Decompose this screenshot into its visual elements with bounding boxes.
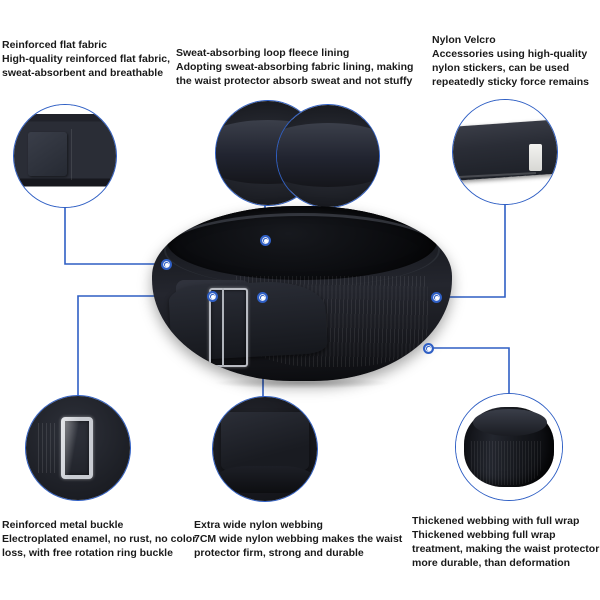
product-image-waist-belt	[152, 206, 452, 391]
wrap-ribs	[470, 440, 541, 486]
callout-body-line-1: Adopting sweat-absorbing fabric lining, …	[176, 61, 414, 73]
belt-body	[152, 206, 452, 381]
belt-nylon-strap	[168, 278, 328, 361]
webbing-texture	[213, 397, 317, 501]
callout-reinforced-flat-fabric: Reinforced flat fabric High-quality rein…	[2, 38, 182, 80]
anchor-dot-flat-fabric[interactable]	[161, 259, 172, 270]
fabric-patch	[28, 131, 68, 177]
anchor-dot-velcro[interactable]	[431, 292, 442, 303]
callout-title: Reinforced metal buckle	[2, 519, 124, 531]
callout-nylon-velcro: Nylon Velcro Accessories using high-qual…	[432, 33, 598, 89]
detail-photo-fleece-lining-b	[276, 104, 380, 208]
callout-extra-wide-nylon-webbing: Extra wide nylon webbing 7CM wide nylon …	[194, 518, 406, 560]
callout-body-line-2: loss, with free rotation ring buckle	[2, 547, 173, 559]
callout-body-line-3: repeatedly sticky force remains	[432, 76, 589, 88]
callout-title: Sweat-absorbing loop fleece lining	[176, 47, 350, 59]
callout-body-line-2: nylon stickers, can be used	[432, 62, 570, 74]
callout-body-line-2: sweat-absorbent and breathable	[2, 67, 164, 79]
full-wrap-texture	[456, 394, 562, 500]
detail-photo-flat-fabric	[13, 104, 117, 208]
anchor-dot-full-wrap[interactable]	[423, 343, 434, 354]
callout-body-line-1: 7CM wide nylon webbing makes the waist	[194, 533, 403, 545]
velcro-texture	[453, 100, 557, 204]
anchor-dot-webbing[interactable]	[257, 292, 268, 303]
callout-body-line-3: more durable, than deformation	[412, 557, 571, 569]
buckle-webbing-ribs	[38, 423, 58, 473]
velcro-strap	[453, 118, 557, 182]
anchor-dot-fleece-lining[interactable]	[260, 235, 271, 246]
detail-photo-nylon-webbing	[212, 396, 318, 502]
wire-full-wrap	[427, 347, 510, 394]
callout-title: Thickened webbing with full wrap	[412, 515, 580, 527]
belt-metal-buckle	[209, 288, 248, 367]
velcro-white-label	[528, 143, 543, 171]
belt-drop-shadow	[176, 375, 428, 391]
fleece-band	[277, 123, 379, 187]
fabric-seam	[71, 129, 73, 181]
callout-body-line-2: protector firm, strong and durable	[194, 547, 364, 559]
callout-reinforced-metal-buckle: Reinforced metal buckle Electroplated en…	[2, 518, 198, 560]
callout-sweat-absorbing-loop-fleece-lining: Sweat-absorbing loop fleece lining Adopt…	[176, 46, 414, 88]
webbing-fold	[221, 411, 309, 470]
callout-body-line-2: treatment, making the waist protector	[412, 543, 600, 555]
callout-thickened-webbing-full-wrap: Thickened webbing with full wrap Thicken…	[412, 514, 600, 570]
callout-title: Extra wide nylon webbing	[194, 519, 323, 531]
wire-velcro	[435, 204, 506, 298]
anchor-dot-metal-buckle[interactable]	[207, 291, 218, 302]
flat-fabric-texture	[14, 105, 116, 207]
wire-flat-fabric	[64, 207, 167, 265]
webbing-lower-fold	[215, 465, 315, 493]
callout-body-line-2: the waist protector absorb sweat and not…	[176, 75, 413, 87]
belt-top-rim	[164, 213, 440, 287]
callout-body-line-1: Electroplated enamel, no rust, no color	[2, 533, 197, 545]
callout-title: Reinforced flat fabric	[2, 39, 108, 51]
fleece-texture-b	[277, 105, 379, 207]
callout-title: Nylon Velcro	[432, 34, 496, 46]
callout-body-line-1: Accessories using high-quality	[432, 48, 588, 60]
detail-photo-full-wrap	[455, 393, 563, 501]
callout-body-line-1: High-quality reinforced flat fabric,	[2, 53, 171, 65]
callout-body-line-1: Thickened webbing full wrap	[412, 529, 556, 541]
wrap-top-lip	[472, 408, 548, 437]
buckle-center-bar	[221, 288, 224, 367]
detail-photo-metal-buckle	[25, 395, 131, 501]
detail-photo-nylon-velcro	[452, 99, 558, 205]
metal-ring-buckle	[61, 416, 93, 480]
buckle-texture	[26, 396, 130, 500]
